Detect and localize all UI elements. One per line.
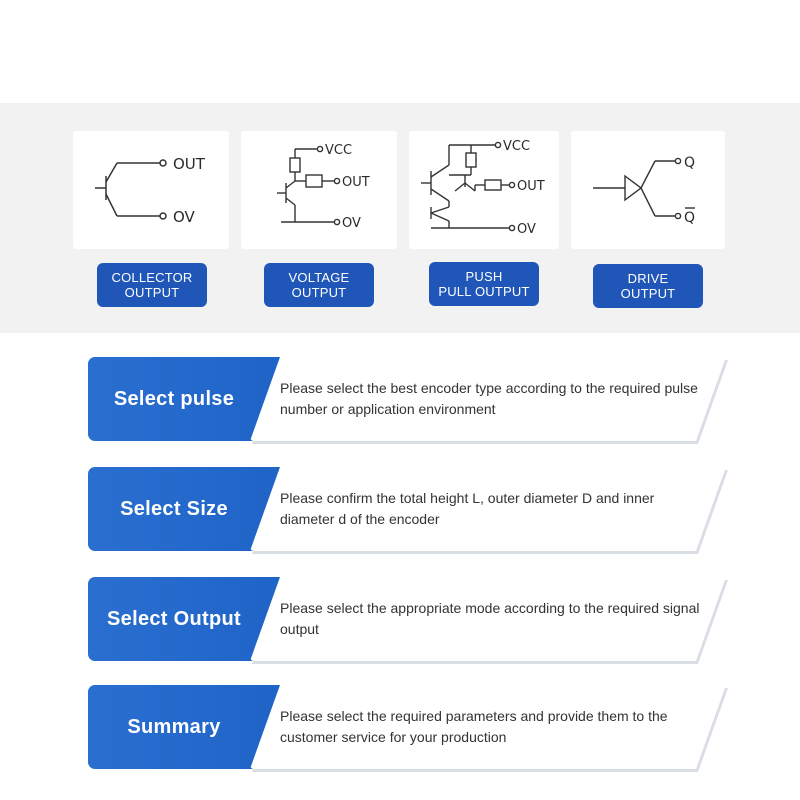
- badge-line-1: COLLECTOR: [111, 270, 193, 285]
- voltage-circuit-svg: VCC OUT OV: [277, 143, 370, 231]
- drive-output-badge: DRIVE OUTPUT: [593, 264, 703, 308]
- step-body-bg: [250, 467, 726, 551]
- badge-line-2: OUTPUT: [124, 285, 180, 300]
- pin-q-inverted-label: Q: [684, 210, 695, 226]
- step-title: Select Output: [107, 607, 241, 630]
- drive-output-diagram: Q Q: [571, 131, 725, 249]
- step-body-bg: [250, 685, 726, 769]
- pin-ov-label: OV: [517, 222, 536, 237]
- pin-out-label: OUT: [173, 155, 206, 173]
- collector-circuit-svg: OUT OV: [95, 155, 206, 226]
- badge-line-2: PULL OUTPUT: [438, 284, 530, 299]
- pin-out-label: OUT: [517, 179, 545, 194]
- push-pull-circuit-svg: VCC OUT OV: [421, 139, 545, 237]
- step-summary: Summary Please select the required param…: [88, 685, 728, 769]
- step-description: Please select the appropriate mode accor…: [280, 600, 700, 637]
- step-title: Select Size: [120, 497, 228, 520]
- pin-out-label: OUT: [342, 175, 370, 190]
- collector-output-badge: COLLECTOR OUTPUT: [97, 263, 207, 307]
- step-select-pulse: Select pulse Please select the best enco…: [88, 357, 728, 441]
- step-title: Select pulse: [113, 387, 235, 410]
- badge-line-2: OUTPUT: [291, 285, 347, 300]
- step-body-bg: [250, 357, 726, 441]
- collector-output-diagram: OUT OV: [73, 131, 229, 249]
- pin-q-label: Q: [684, 155, 695, 171]
- badge-line-1: DRIVE: [627, 271, 669, 286]
- badge-line-2: OUTPUT: [620, 286, 676, 301]
- step-description: Please select the required parameters an…: [280, 708, 668, 745]
- push-pull-output-diagram: VCC OUT OV: [409, 131, 559, 249]
- drive-circuit-svg: Q Q: [593, 155, 695, 226]
- pin-vcc-label: VCC: [503, 139, 530, 154]
- push-pull-output-badge: PUSH PULL OUTPUT: [429, 262, 539, 306]
- voltage-output-badge: VOLTAGE OUTPUT: [264, 263, 374, 307]
- step-description: Please select the best encoder type acco…: [280, 380, 698, 417]
- step-select-size: Select Size Please confirm the total hei…: [88, 467, 728, 551]
- step-title: Summary: [127, 715, 221, 738]
- step-select-output: Select Output Please select the appropri…: [88, 577, 728, 661]
- step-body-bg: [250, 577, 726, 661]
- pin-vcc-label: VCC: [325, 143, 352, 158]
- badge-line-1: VOLTAGE: [288, 270, 350, 285]
- pin-ov-label: OV: [173, 208, 196, 226]
- voltage-output-diagram: VCC OUT OV: [241, 131, 397, 249]
- pin-ov-label: OV: [342, 216, 361, 231]
- step-description: Please confirm the total height L, outer…: [280, 490, 655, 527]
- badge-line-1: PUSH: [465, 269, 503, 284]
